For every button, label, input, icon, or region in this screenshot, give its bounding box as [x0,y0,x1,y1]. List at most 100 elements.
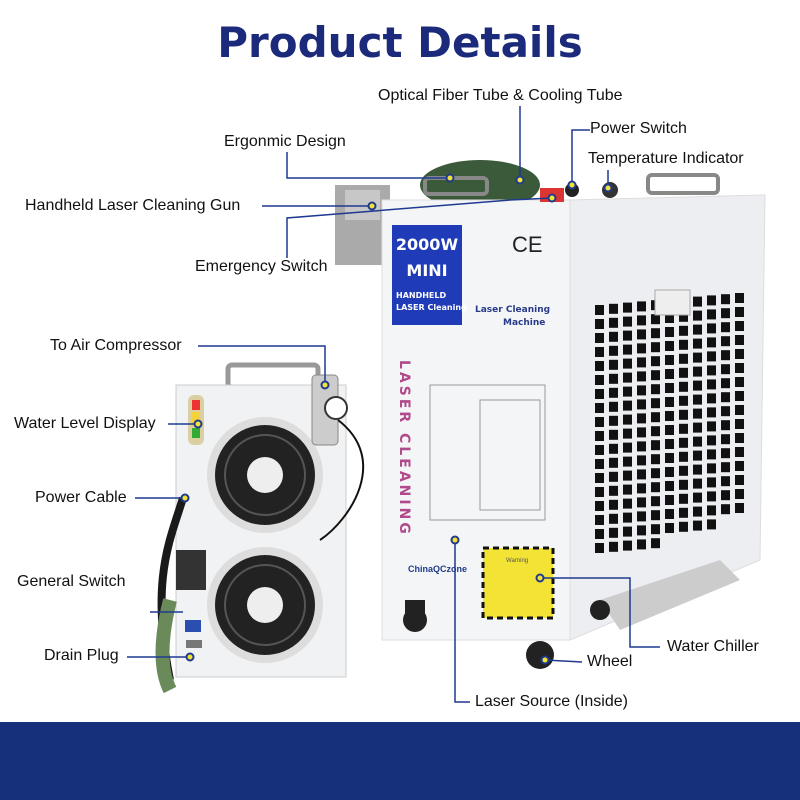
vent-slot [707,393,716,404]
bottom-band [0,722,800,800]
vent-slot [679,423,688,434]
vent-slot [623,526,632,537]
vent-slot [651,468,660,479]
vent-slot [609,303,618,314]
vent-slot [707,505,716,516]
vent-slot [595,361,604,371]
vent-slot [623,540,632,551]
vent-slot [595,515,604,525]
vent-slot [665,369,674,379]
vent-slot [595,403,604,413]
vent-slot [651,398,660,409]
vent-slot [609,499,618,510]
vent-slot [637,301,646,312]
vent-slot [665,313,674,323]
vent-slot [651,538,660,549]
vent-slot [651,370,660,381]
vent-slot [623,302,632,313]
vent-slot [651,328,660,339]
vent-slot [693,352,702,363]
label-power-switch: Power Switch [590,120,687,137]
vent-slot [679,339,688,350]
vent-slot [637,455,646,466]
side-label-2: Machine [503,318,545,328]
vent-slot [693,464,702,475]
vent-slot [693,520,702,531]
vertical-laser-cleaning: LASER CLEANING [396,360,412,537]
vent-slot [721,448,730,459]
vent-slot [735,461,744,471]
vent-slot [707,421,716,432]
vent-slot [595,473,604,483]
vent-slot [665,425,674,435]
vent-slot [609,541,618,552]
vent-slot [665,383,674,393]
vent-slot [735,349,744,359]
vent-slot [693,324,702,335]
vent-slot [679,493,688,504]
front-view-machine: 2000W MINI HANDHELD LASER Cleaning CE La… [335,160,766,669]
vent-slot [707,309,716,320]
vent-slot [609,317,618,328]
vent-slot [595,333,604,343]
vent-slot [637,483,646,494]
vent-slot [609,387,618,398]
vent-slot [721,462,730,473]
vent-slot [609,485,618,496]
vent-slot [721,392,730,403]
vent-slot [595,417,604,427]
vent-slot [665,411,674,421]
vent-slot [637,329,646,340]
callout-dots [180,173,613,665]
label-optical-fiber-tube: Optical Fiber Tube & Cooling Tube [378,87,623,104]
vent-slot [679,367,688,378]
vent-slot [623,400,632,411]
label-general-switch: General Switch [17,573,126,590]
vent-slot [595,305,604,315]
vent-slot [721,364,730,375]
vent-slot [665,523,674,533]
vent-slot [609,373,618,384]
vent-slot [679,437,688,448]
vent-slot [623,484,632,495]
vent-slot [637,413,646,424]
vent-slot [679,325,688,336]
vent-slot [623,372,632,383]
vent-slot [735,377,744,387]
vent-slot [721,308,730,319]
vent-slot [595,501,604,511]
vent-slot [693,338,702,349]
vent-slot [735,433,744,443]
vent-slot [609,345,618,356]
vent-slot [707,491,716,502]
vent-slot [721,322,730,333]
vent-slot [623,498,632,509]
vent-slot [735,391,744,401]
vent-slot [609,415,618,426]
vent-slot [721,490,730,501]
vent-slot [707,519,716,530]
vent-slot [609,471,618,482]
vent-slot [735,307,744,317]
label-air-compressor: To Air Compressor [50,337,182,354]
vent-slot [721,420,730,431]
vent-slot [693,310,702,321]
vent-slot [735,335,744,345]
vent-slot [679,353,688,364]
label-drain-plug: Drain Plug [44,647,119,664]
vent-slot [609,443,618,454]
vent-slot [609,513,618,524]
vent-slot [679,465,688,476]
vent-slot [679,381,688,392]
vent-slot [651,524,660,535]
vent-slot [707,337,716,348]
vent-slot [679,311,688,322]
vent-slot [721,378,730,389]
rear-view-machine [155,362,365,694]
vent-slot [679,395,688,406]
vent-slot [595,543,604,553]
vent-slot [623,428,632,439]
vent-slot [637,427,646,438]
vent-slot [707,351,716,362]
